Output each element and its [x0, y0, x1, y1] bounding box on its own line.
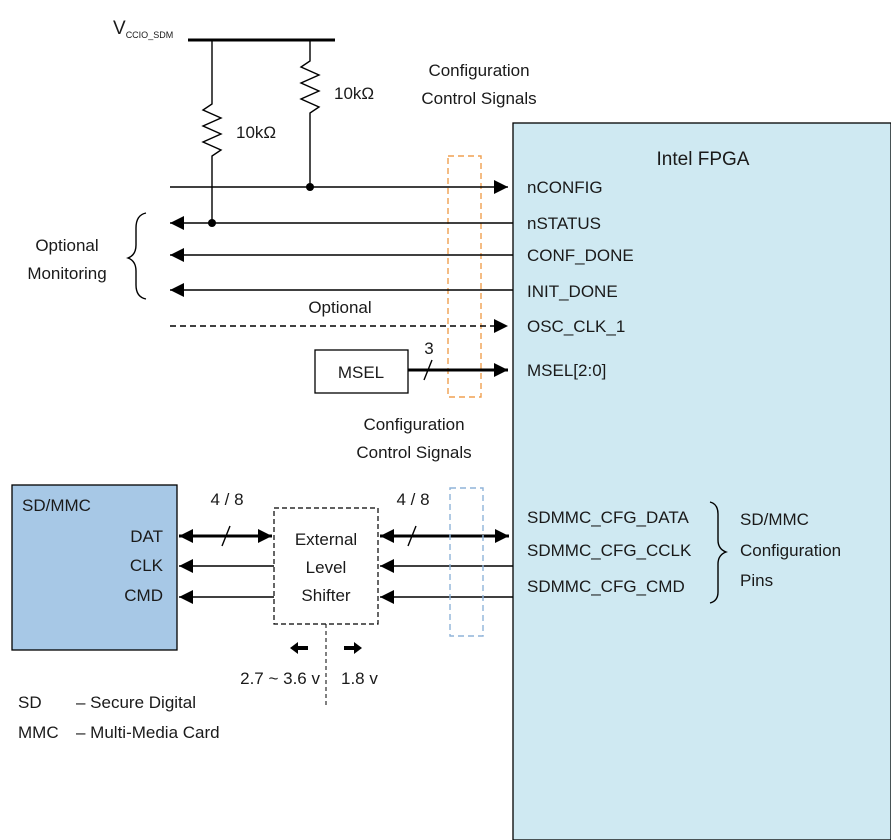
- fpga-data-bus-slash: [407, 525, 417, 547]
- resistor-1-value: 10kΩ: [236, 123, 276, 142]
- sd-group-label-1: SD/MMC: [740, 510, 809, 529]
- resistor-1: [201, 40, 223, 223]
- optional-monitoring-brace: [126, 212, 147, 300]
- legend-mmc-abbr: MMC: [18, 723, 59, 742]
- sd-group-label-2: Configuration: [740, 541, 841, 560]
- fpga-title: Intel FPGA: [657, 149, 750, 170]
- card-pin-dat: DAT: [130, 527, 163, 546]
- config-signals-label-top-1: Configuration: [428, 61, 529, 80]
- sdmmc-signals-group-box: [449, 487, 484, 637]
- msel-bus-width: 3: [424, 339, 433, 358]
- msel-bus-slash: [423, 359, 433, 381]
- msel-box-label: MSEL: [338, 363, 384, 382]
- right-domain-arrow: [344, 642, 362, 654]
- supply-label: VCCIO_SDM: [113, 18, 173, 40]
- sdmmc-card-title: SD/MMC: [22, 496, 91, 515]
- pin-osc-clk: OSC_CLK_1: [527, 317, 625, 336]
- shifter-line-3: Shifter: [301, 586, 350, 605]
- legend-mmc-desc: – Multi-Media Card: [76, 723, 220, 742]
- shifter-line-1: External: [295, 530, 357, 549]
- card-pin-clk: CLK: [130, 556, 164, 575]
- optional-monitoring-label-2: Monitoring: [27, 264, 106, 283]
- sd-pins-brace: [709, 501, 728, 604]
- pin-init-done: INIT_DONE: [527, 282, 618, 301]
- pin-nconfig: nCONFIG: [527, 178, 603, 197]
- config-signals-label-bottom-2: Control Signals: [356, 443, 471, 462]
- config-signals-group-box: [447, 155, 482, 398]
- card-pin-cmd: CMD: [124, 586, 163, 605]
- pin-sdmmc-data: SDMMC_CFG_DATA: [527, 508, 689, 527]
- pin-conf-done: CONF_DONE: [527, 246, 634, 265]
- optional-label: Optional: [308, 298, 371, 317]
- pin-msel: MSEL[2:0]: [527, 361, 606, 380]
- card-data-bus-slash: [221, 525, 231, 547]
- pin-sdmmc-cmd: SDMMC_CFG_CMD: [527, 577, 685, 596]
- legend-sd-abbr: SD: [18, 693, 42, 712]
- sd-group-label-3: Pins: [740, 571, 773, 590]
- config-signals-label-top-2: Control Signals: [421, 89, 536, 108]
- config-signals-label-bottom-1: Configuration: [363, 415, 464, 434]
- voltage-right: 1.8 v: [341, 669, 378, 688]
- resistor-2-value: 10kΩ: [334, 84, 374, 103]
- bus-width-right: 4 / 8: [396, 490, 429, 509]
- bus-width-left: 4 / 8: [210, 490, 243, 509]
- shifter-line-2: Level: [306, 558, 347, 577]
- junction-nstatus: [208, 219, 216, 227]
- level-shifter-box: [273, 507, 379, 625]
- left-domain-arrow: [290, 642, 308, 654]
- optional-monitoring-label-1: Optional: [35, 236, 98, 255]
- pin-sdmmc-cclk: SDMMC_CFG_CCLK: [527, 541, 692, 560]
- resistor-2: [299, 40, 321, 187]
- pin-nstatus: nSTATUS: [527, 214, 601, 233]
- junction-nconfig: [306, 183, 314, 191]
- sdmmc-card: [11, 484, 178, 651]
- fpga-block: [512, 122, 891, 840]
- legend-sd-desc: – Secure Digital: [76, 693, 196, 712]
- voltage-left: 2.7 ~ 3.6 v: [240, 669, 320, 688]
